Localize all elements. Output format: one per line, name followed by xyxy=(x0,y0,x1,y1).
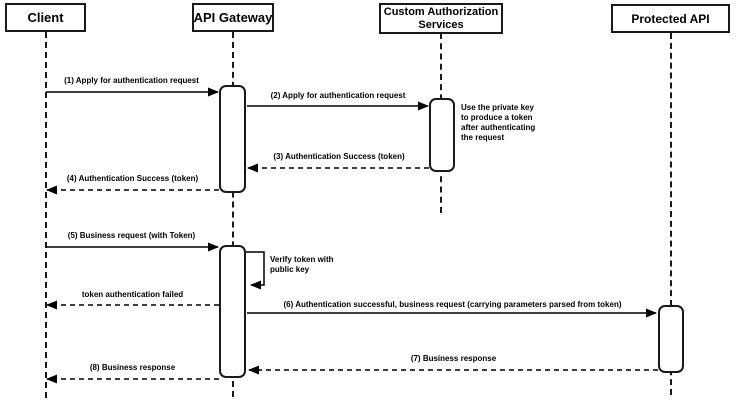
lifeline-protected-api xyxy=(670,33,672,395)
activation-custom-authorization-services xyxy=(429,98,455,172)
participant-box-custom-authorization-services: Custom Authorization Services xyxy=(379,3,503,34)
activation-protected-api xyxy=(658,305,684,373)
self-message-label-verify-token: Verify token with public key xyxy=(270,255,334,274)
message-label-8: (8) Business response xyxy=(89,363,176,372)
activation-api-gateway-auth xyxy=(219,85,246,193)
participant-label-protected-api: Protected API xyxy=(631,11,710,26)
lifeline-client xyxy=(45,32,47,398)
message-label-7: (7) Business response xyxy=(410,354,497,363)
participant-label-custom-authorization-line2: Services xyxy=(418,18,464,31)
activation-api-gateway-business xyxy=(219,245,246,378)
participant-box-client: Client xyxy=(5,3,86,32)
lifeline-api-gateway xyxy=(232,32,234,397)
participant-label-custom-authorization-line1: Custom Authorization xyxy=(383,5,499,18)
message-label-2: (2) Apply for authentication request xyxy=(270,91,406,100)
message-label-6: (6) Authentication successful, business … xyxy=(283,300,622,309)
participant-box-protected-api: Protected API xyxy=(611,4,730,33)
message-label-token-auth-failed: token authentication failed xyxy=(81,290,184,299)
participant-box-api-gateway: API Gateway xyxy=(192,3,274,32)
arrow-self-message-verify-token xyxy=(246,251,265,290)
participant-label-client: Client xyxy=(27,10,64,25)
message-label-5: (5) Business request (with Token) xyxy=(67,231,196,240)
participant-label-api-gateway: API Gateway xyxy=(193,10,273,25)
message-label-3: (3) Authentication Success (token) xyxy=(273,152,405,161)
message-label-4: (4) Authentication Success (token) xyxy=(66,174,199,183)
note-use-private-key: Use the private key to produce a token a… xyxy=(461,103,536,142)
message-label-1: (1) Apply for authentication request xyxy=(64,76,199,85)
